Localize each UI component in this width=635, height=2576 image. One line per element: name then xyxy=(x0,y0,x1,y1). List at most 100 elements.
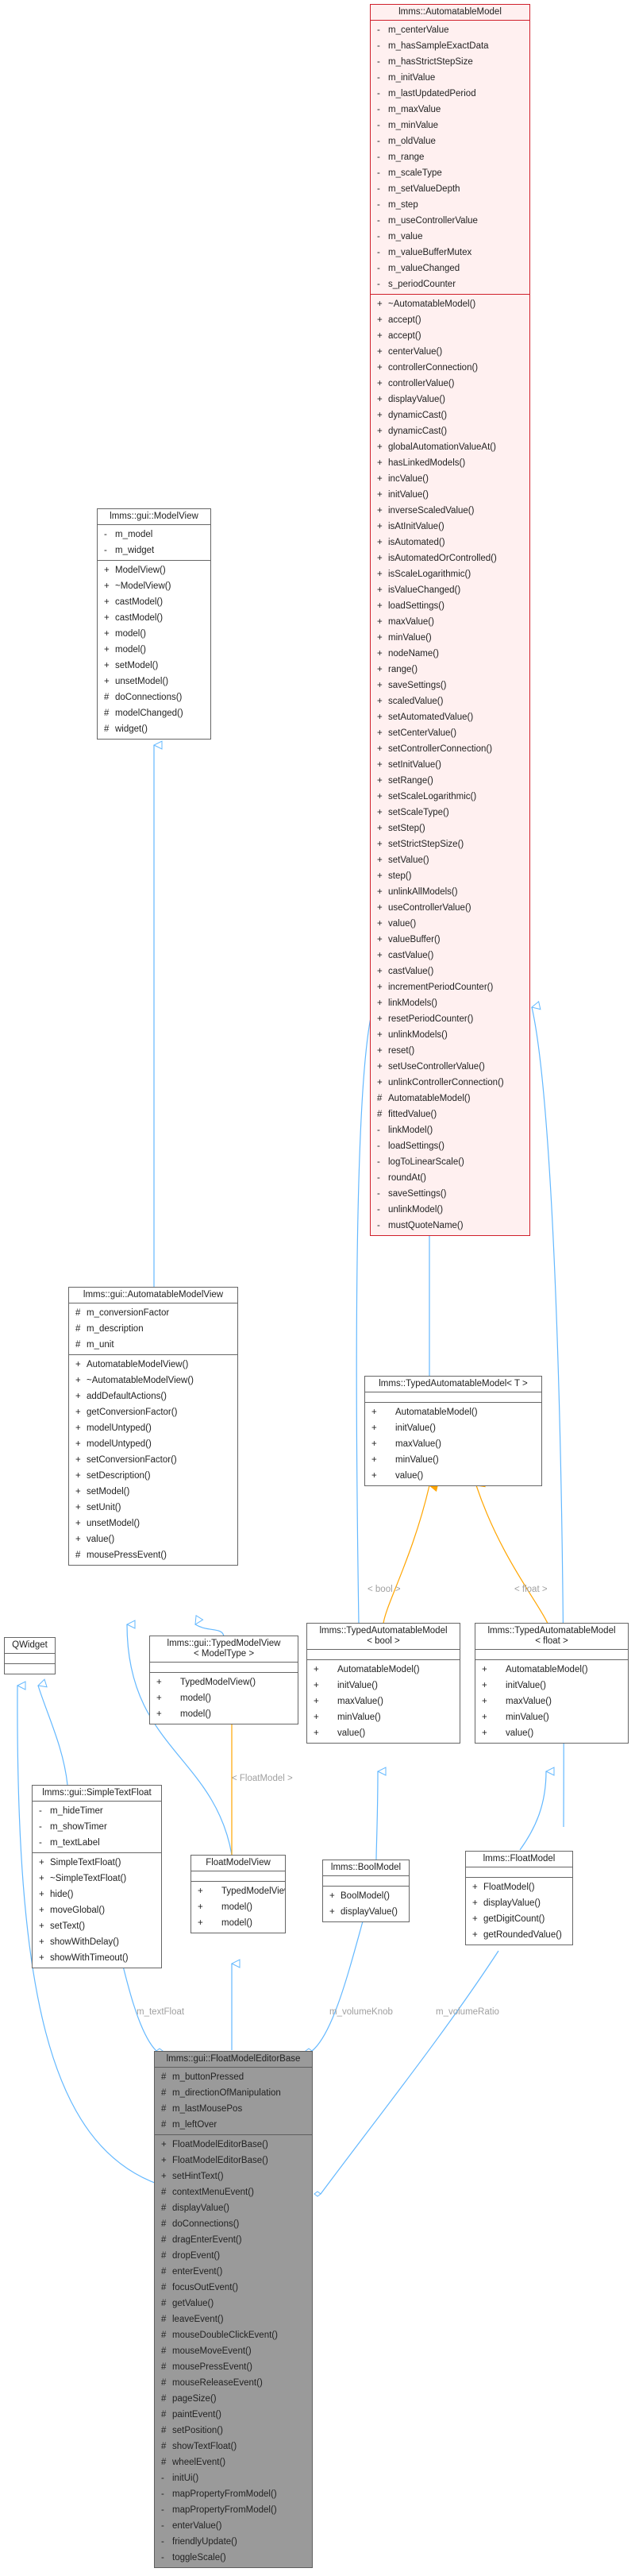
method-name: setValue() xyxy=(388,855,429,865)
method-name: model() xyxy=(180,1709,211,1719)
class-model-view[interactable]: lmms::gui::ModelView-m_model-m_widget+Mo… xyxy=(97,508,211,740)
method-name: displayValue() xyxy=(172,2203,230,2213)
methods-section: +TypedModelView()+model()+model() xyxy=(191,1882,285,1933)
method-name: hasLinkedModels() xyxy=(388,458,466,468)
edge-label-bool: < bool > xyxy=(368,1585,401,1594)
method-name: mapPropertyFromModel() xyxy=(172,2505,277,2515)
visibility-marker: + xyxy=(39,1906,44,1915)
method-name: setPosition() xyxy=(172,2426,223,2435)
class-typed-automatable-model-bool[interactable]: lmms::TypedAutomatableModel < bool >+Aut… xyxy=(306,1623,460,1744)
visibility-marker: + xyxy=(377,713,383,722)
method-name: AutomatableModel() xyxy=(337,1665,420,1674)
visibility-marker: + xyxy=(39,1921,44,1931)
class-automatable-model[interactable]: lmms::AutomatableModel-m_centerValue-m_h… xyxy=(370,4,530,1236)
method-row: -loadSettings() xyxy=(371,1138,529,1154)
class-typed-model-view[interactable]: lmms::gui::TypedModelView < ModelType >+… xyxy=(149,1636,298,1724)
class-title: FloatModelView xyxy=(191,1856,285,1871)
method-row: +model() xyxy=(150,1706,298,1722)
method-name: loadSettings() xyxy=(388,1141,444,1151)
method-name: value() xyxy=(506,1728,534,1738)
edge-label-volume-knob: m_volumeKnob xyxy=(329,2007,393,2017)
attribute-name: m_centerValue xyxy=(388,25,449,35)
visibility-marker: + xyxy=(482,1697,487,1706)
method-name: focusOutEvent() xyxy=(172,2283,239,2292)
class-typed-automatable-model-t[interactable]: lmms::TypedAutomatableModel< T >+Automat… xyxy=(364,1376,542,1486)
visibility-marker: # xyxy=(161,2442,167,2451)
method-name: AutomatableModelView() xyxy=(87,1360,189,1369)
method-row: #setPosition() xyxy=(155,2423,312,2439)
method-row: +accept() xyxy=(371,312,529,328)
visibility-marker: - xyxy=(377,232,380,241)
visibility-marker: + xyxy=(377,331,383,341)
attribute-name: m_minValue xyxy=(388,121,439,130)
attribute-name: m_valueBufferMutex xyxy=(388,248,472,257)
attribute-row: -s_periodCounter xyxy=(371,276,529,292)
visibility-marker: # xyxy=(161,2235,167,2245)
attribute-name: m_lastUpdatedPeriod xyxy=(388,89,476,98)
method-row: +dynamicCast() xyxy=(371,407,529,423)
method-row: +maxValue() xyxy=(307,1694,460,1709)
method-name: leaveEvent() xyxy=(172,2315,224,2324)
visibility-marker: # xyxy=(161,2251,167,2261)
method-row: +unsetModel() xyxy=(69,1516,237,1531)
method-name: maxValue() xyxy=(506,1697,552,1706)
method-row: +~AutomatableModelView() xyxy=(69,1373,237,1388)
attributes-section xyxy=(150,1663,298,1673)
method-row: +BoolModel() xyxy=(323,1888,409,1904)
class-float-model-view[interactable]: FloatModelView +TypedModelView()+model()+… xyxy=(190,1855,286,1933)
method-name: getConversionFactor() xyxy=(87,1408,178,1417)
class-bool-model[interactable]: lmms::BoolModel+BoolModel()+displayValue… xyxy=(322,1860,410,1922)
method-row: #contextMenuEvent() xyxy=(155,2184,312,2200)
class-float-model[interactable]: lmms::FloatModel+FloatModel()+displayVal… xyxy=(465,1851,573,1945)
class-typed-automatable-model-float[interactable]: lmms::TypedAutomatableModel < float >+Au… xyxy=(475,1623,629,1744)
attribute-row: -m_lastUpdatedPeriod xyxy=(371,86,529,102)
methods-section: +BoolModel()+displayValue() xyxy=(323,1887,409,1921)
class-qwidget[interactable]: QWidget xyxy=(4,1637,56,1674)
method-name: loadSettings() xyxy=(388,601,444,611)
method-row: #paintEvent() xyxy=(155,2407,312,2423)
visibility-marker: # xyxy=(161,2394,167,2404)
visibility-marker: + xyxy=(75,1423,81,1433)
method-name: initValue() xyxy=(506,1681,546,1690)
visibility-marker: - xyxy=(377,1173,380,1183)
method-name: globalAutomationValueAt() xyxy=(388,442,496,452)
visibility-marker: - xyxy=(377,1221,380,1230)
attribute-row: -m_initValue xyxy=(371,70,529,86)
method-row: +displayValue() xyxy=(371,392,529,407)
method-name: enterValue() xyxy=(172,2521,222,2531)
attribute-row: -m_value xyxy=(371,229,529,245)
attribute-name: m_directionOfManipulation xyxy=(172,2088,281,2098)
method-row: #displayValue() xyxy=(155,2200,312,2216)
method-name: mouseReleaseEvent() xyxy=(172,2378,263,2388)
class-simple-text-float[interactable]: lmms::gui::SimpleTextFloat-m_hideTimer-m… xyxy=(32,1785,162,1968)
method-name: value() xyxy=(87,1535,115,1544)
method-name: valueBuffer() xyxy=(388,935,441,944)
method-row: +showWithDelay() xyxy=(33,1934,161,1950)
method-name: setDescription() xyxy=(87,1471,151,1481)
visibility-marker: # xyxy=(161,2346,167,2356)
method-name: step() xyxy=(388,871,412,881)
methods-section: +TypedModelView()+model()+model() xyxy=(150,1673,298,1724)
visibility-marker: + xyxy=(377,601,383,611)
attribute-row: -m_valueChanged xyxy=(371,261,529,276)
visibility-marker: - xyxy=(104,530,107,539)
visibility-marker: + xyxy=(377,617,383,627)
method-name: unlinkModels() xyxy=(388,1030,448,1040)
method-name: pageSize() xyxy=(172,2394,217,2404)
visibility-marker: + xyxy=(104,677,110,686)
class-automatable-model-view[interactable]: lmms::gui::AutomatableModelView#m_conver… xyxy=(68,1287,238,1566)
method-row: +setScaleType() xyxy=(371,805,529,821)
class-float-model-editor-base[interactable]: lmms::gui::FloatModelEditorBase#m_button… xyxy=(154,2051,313,2568)
method-name: setStep() xyxy=(388,824,425,833)
method-row: +setDescription() xyxy=(69,1468,237,1484)
visibility-marker: - xyxy=(377,153,380,162)
method-name: BoolModel() xyxy=(341,1891,390,1901)
method-name: saveSettings() xyxy=(388,681,447,690)
method-row: +FloatModelEditorBase() xyxy=(155,2153,312,2169)
visibility-marker: + xyxy=(377,728,383,738)
visibility-marker: # xyxy=(161,2410,167,2420)
attribute-row: -m_widget xyxy=(98,543,210,558)
method-name: SimpleTextFloat() xyxy=(50,1858,121,1867)
method-row: +resetPeriodCounter() xyxy=(371,1011,529,1027)
attribute-row: -m_hasSampleExactData xyxy=(371,38,529,54)
